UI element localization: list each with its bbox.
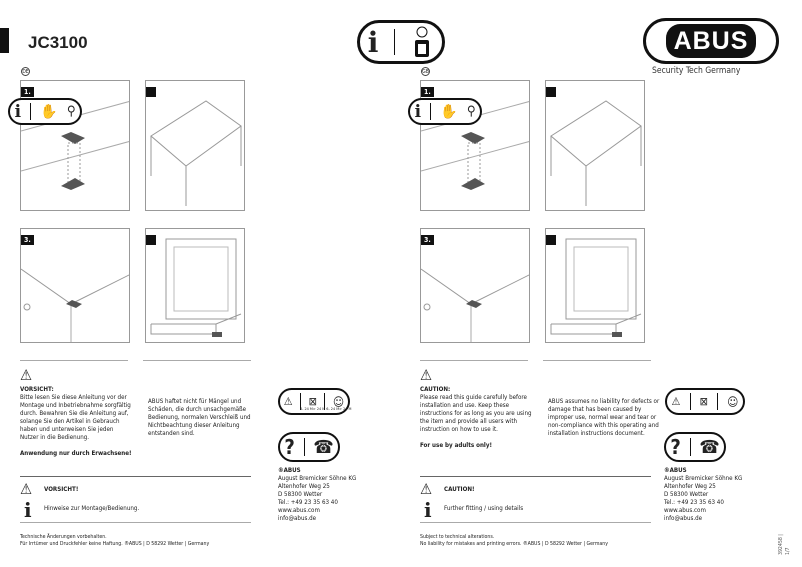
warning-icon: ⚠ bbox=[20, 366, 33, 384]
divider bbox=[20, 522, 251, 523]
no-child-icon: ⊠ bbox=[699, 395, 708, 408]
contact-street: Altenhofer Weg 25 bbox=[664, 483, 716, 490]
age-warning-pill: ⚠ ⊠ ☺ bbox=[278, 388, 350, 415]
footer-line-1: Technische Änderungen vorbehalten. bbox=[20, 534, 107, 540]
age-label: 6- 24 M> 24 M 6- 24 M> 24 M bbox=[300, 406, 352, 411]
question-icon: ? bbox=[284, 435, 295, 459]
question-icon: ? bbox=[670, 435, 681, 459]
divider bbox=[20, 476, 251, 477]
legend-info: Hinweise zur Montage/Bedienung. bbox=[44, 505, 140, 512]
step-illustration-2 bbox=[145, 80, 245, 211]
warning-icon: ⚠ bbox=[283, 395, 293, 408]
step-number bbox=[146, 87, 156, 97]
language-badge-de: DE bbox=[21, 67, 30, 76]
caution-title: CAUTION: bbox=[420, 386, 451, 393]
step-number: 3. bbox=[21, 235, 34, 245]
contact-name: August Bremicker Söhne KG bbox=[278, 475, 357, 482]
contact-email[interactable]: info@abus.de bbox=[664, 515, 703, 522]
adults-only: For use by adults only! bbox=[420, 442, 492, 449]
step-number bbox=[146, 235, 156, 245]
info-clean-icon: i✋⚲ bbox=[408, 98, 482, 125]
legend-warning: CAUTION! bbox=[444, 486, 475, 493]
child-icon: ☺ bbox=[727, 394, 739, 409]
brand-tagline: Security Tech Germany bbox=[652, 66, 741, 76]
child-icon: ☺ bbox=[332, 394, 345, 409]
warning-icon: ⚠ bbox=[420, 366, 433, 384]
step-number: 3. bbox=[421, 235, 434, 245]
footer-line-2: Für Irrtümer und Druckfehler keine Haftu… bbox=[20, 540, 210, 547]
phone-icon: ☎ bbox=[313, 436, 334, 458]
contact-web[interactable]: www.abus.com bbox=[278, 507, 320, 514]
footer-line-1: Subject to technical alterations. bbox=[420, 534, 495, 540]
step-illustration-3: 3. bbox=[420, 228, 530, 343]
contact-city: D 58300 Wetter bbox=[278, 491, 323, 498]
info-clean-icon: i✋⚲ bbox=[8, 98, 82, 125]
warning-icon: ⚠ bbox=[671, 395, 681, 408]
footer-line-2: No liability for mistakes and printing e… bbox=[420, 540, 608, 547]
contact-email[interactable]: info@abus.de bbox=[278, 515, 317, 522]
no-child-icon: ⊠ bbox=[308, 395, 317, 408]
info-icon: i bbox=[424, 498, 432, 522]
read-manual-icon: i bbox=[357, 20, 445, 64]
contact-tel: Tel.: +49 23 35 63 40 bbox=[664, 499, 724, 506]
support-pill-de: ?☎ bbox=[278, 432, 340, 462]
language-badge-en: GB bbox=[421, 67, 430, 76]
caution-text: Please read this guide carefully before … bbox=[420, 394, 532, 433]
product-title: JC3100 bbox=[28, 33, 88, 52]
step-illustration-4 bbox=[545, 228, 645, 343]
support-pill-en: ?☎ bbox=[664, 432, 726, 462]
contact-company: ®ABUS bbox=[278, 467, 301, 474]
step-number bbox=[546, 87, 556, 97]
contact-en: ®ABUS August Bremicker Söhne KG Altenhof… bbox=[664, 467, 742, 523]
phone-icon: ☎ bbox=[699, 436, 720, 458]
legend-info: Further fitting / using details bbox=[444, 505, 524, 512]
step-number: 1. bbox=[421, 87, 434, 97]
liability-text: ABUS haftet nicht für Mängel und Schäden… bbox=[148, 398, 251, 437]
step-illustration-3: 3. bbox=[20, 228, 130, 343]
step-illustration-4 bbox=[145, 228, 245, 343]
warning-icon: ⚠ bbox=[420, 480, 433, 498]
divider bbox=[20, 360, 128, 361]
step-number bbox=[546, 235, 556, 245]
caution-title: VORSICHT: bbox=[20, 386, 54, 393]
contact-tel: Tel.: +49 23 35 63 40 bbox=[278, 499, 338, 506]
divider bbox=[420, 522, 651, 523]
contact-name: August Bremicker Söhne KG bbox=[664, 475, 743, 482]
document-code: 392458 | 1/7 bbox=[778, 534, 791, 555]
adults-only: Anwendung nur durch Erwachsene! bbox=[20, 450, 132, 457]
age-warning-pill: ⚠ ⊠ ☺ bbox=[665, 388, 745, 415]
contact-web[interactable]: www.abus.com bbox=[664, 507, 706, 514]
divider bbox=[420, 476, 651, 477]
contact-company: ®ABUS bbox=[664, 467, 687, 474]
caution-text: Bitte lesen Sie diese Anleitung vor der … bbox=[20, 394, 131, 441]
abus-logo: ABUS bbox=[643, 18, 779, 64]
legend-warning: VORSICHT! bbox=[44, 486, 79, 493]
info-icon: i bbox=[24, 498, 32, 522]
divider bbox=[143, 360, 251, 361]
step-number: 1. bbox=[21, 87, 34, 97]
divider bbox=[543, 360, 651, 361]
divider bbox=[420, 360, 528, 361]
contact-city: D 58300 Wetter bbox=[664, 491, 709, 498]
contact-street: Altenhofer Weg 25 bbox=[278, 483, 330, 490]
contact-de: ®ABUS August Bremicker Söhne KG Altenhof… bbox=[278, 467, 356, 523]
liability-text: ABUS assumes no liability for defects or… bbox=[548, 398, 660, 437]
step-illustration-2 bbox=[545, 80, 645, 211]
warning-icon: ⚠ bbox=[20, 480, 33, 498]
title-bar-marker bbox=[0, 28, 9, 53]
